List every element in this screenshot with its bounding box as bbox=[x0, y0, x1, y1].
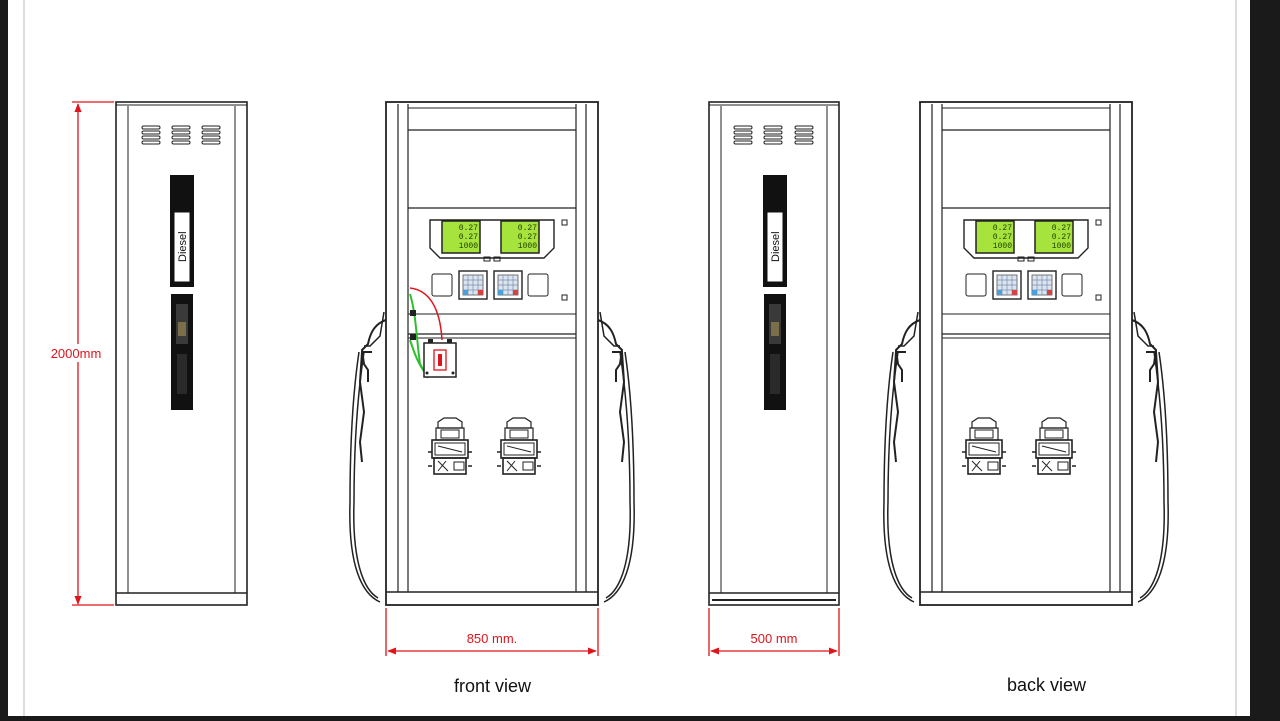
front-width-dimension: 850 mm. bbox=[385, 608, 599, 656]
display-2-line-3: 1000 bbox=[518, 242, 537, 251]
display-2-line-1: 0.27 bbox=[518, 224, 537, 233]
side-view-right: Diesel bbox=[708, 101, 840, 606]
back-display-2-line-1: 0.27 bbox=[1052, 224, 1071, 233]
back-view-caption: back view bbox=[1007, 675, 1087, 695]
back-display-2-line-3: 1000 bbox=[1052, 242, 1071, 251]
side-width-dimension: 500 mm bbox=[708, 608, 840, 656]
height-dimension: 2000mm bbox=[50, 101, 114, 606]
front-view: 0.27 0.27 1000 0.27 0.27 1000 bbox=[385, 101, 599, 606]
side-view-left: Diesel bbox=[115, 101, 248, 606]
back-display-1-line-3: 1000 bbox=[993, 242, 1012, 251]
back-view: 0.27 0.27 1000 0.27 0.27 1000 bbox=[919, 101, 1133, 606]
back-display-1-line-2: 0.27 bbox=[993, 233, 1012, 242]
display-1-line-2: 0.27 bbox=[459, 233, 478, 242]
front-width-label: 850 mm. bbox=[467, 631, 518, 646]
nozzle-tag-right: Diesel bbox=[770, 231, 782, 262]
side-width-label: 500 mm bbox=[751, 631, 798, 646]
display-1-line-3: 1000 bbox=[459, 242, 478, 251]
display-2-line-2: 0.27 bbox=[518, 233, 537, 242]
filter-icon bbox=[409, 287, 457, 379]
back-display-2-line-2: 0.27 bbox=[1052, 233, 1071, 242]
front-view-caption: front view bbox=[454, 676, 532, 696]
height-label: 2000mm bbox=[51, 346, 102, 361]
back-display-1-line-1: 0.27 bbox=[993, 224, 1012, 233]
display-1-line-1: 0.27 bbox=[459, 224, 478, 233]
nozzle-tag: Diesel bbox=[177, 231, 189, 262]
